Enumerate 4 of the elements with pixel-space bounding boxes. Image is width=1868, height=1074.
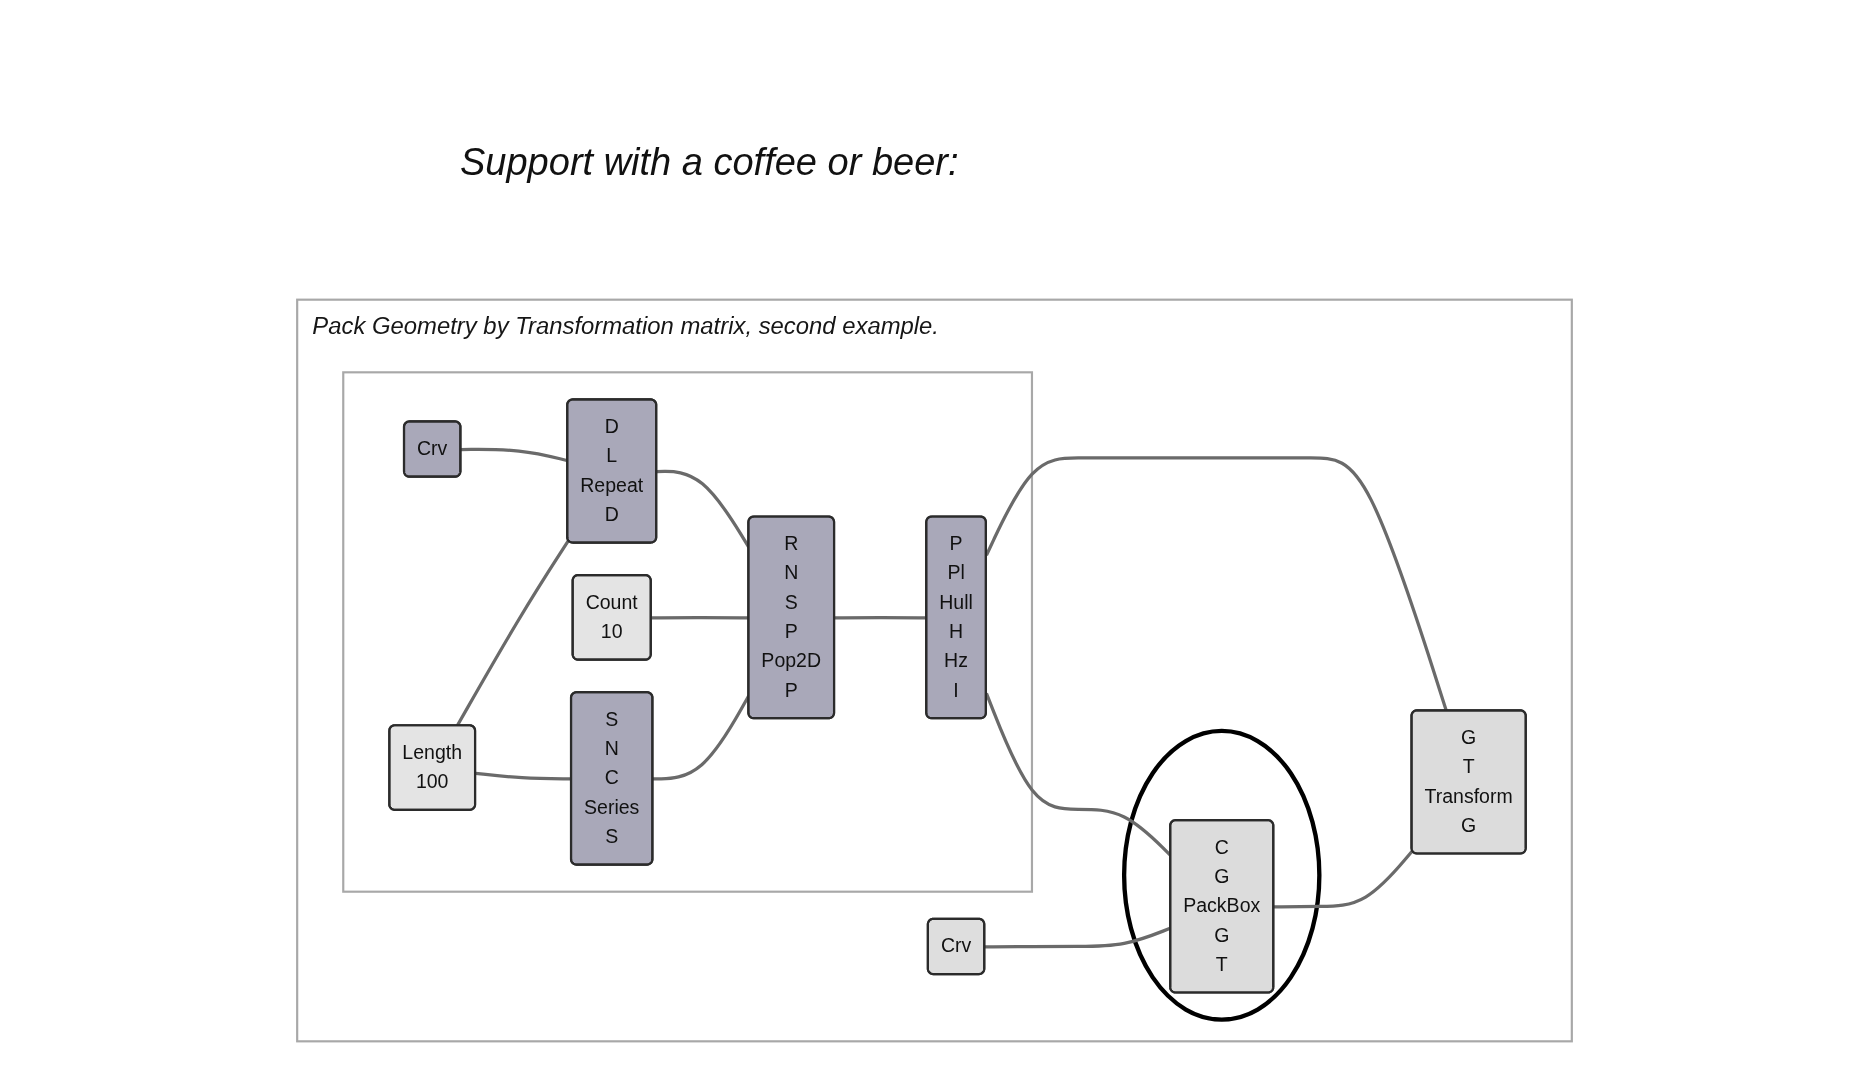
cluster — [1121, 728, 1321, 1022]
cluster — [341, 370, 1033, 893]
note-text: Support with a coffee or beer: — [460, 140, 959, 185]
connector — [1273, 849, 1414, 908]
